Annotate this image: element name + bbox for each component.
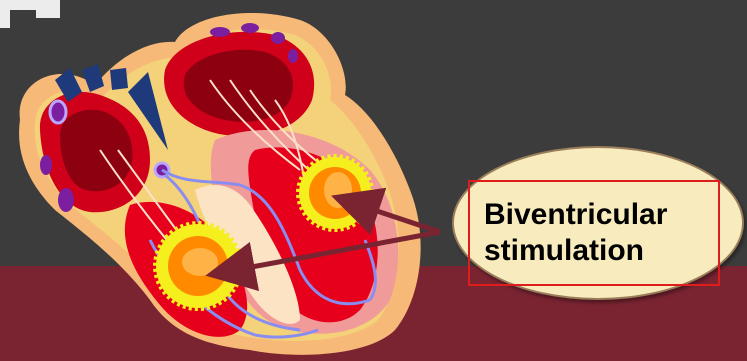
- vessel-knob-5: [210, 27, 230, 37]
- vessel-knob-6: [241, 23, 259, 33]
- vessel-knob-8: [288, 49, 298, 63]
- vessel-knob-2: [40, 155, 52, 175]
- starburst-icon-lv: [299, 157, 371, 229]
- callout-text: Biventricular stimulation: [484, 197, 667, 269]
- heading-fragment: [0, 0, 60, 28]
- callout-box: Biventricular stimulation: [468, 180, 720, 286]
- vessel-knob-7: [271, 32, 285, 44]
- pulmonary-vessel-2: [110, 68, 128, 90]
- vessel-knob-1: [50, 101, 66, 123]
- vessel-knob-3: [58, 188, 74, 212]
- starburst-icon-rv: [156, 224, 240, 308]
